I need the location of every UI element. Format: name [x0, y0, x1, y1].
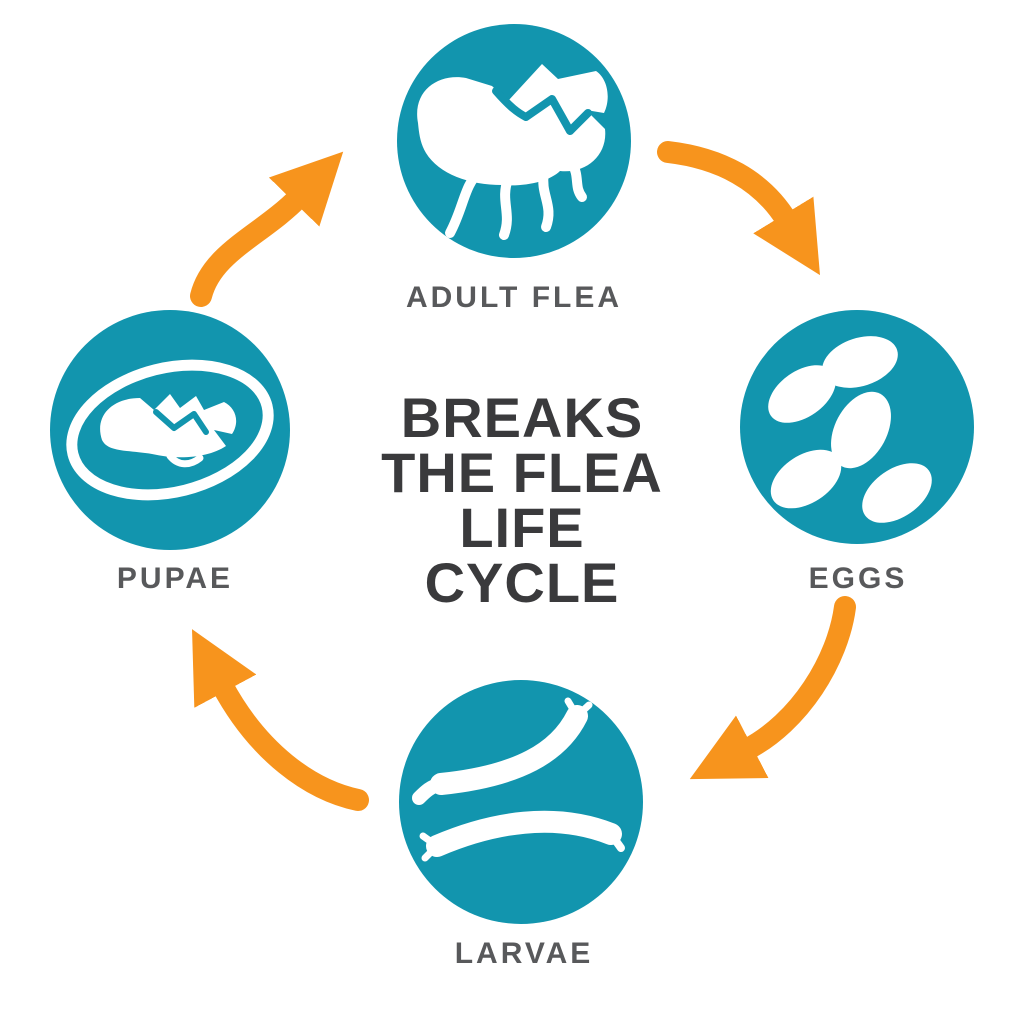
title-line-2: THE FLEA — [381, 441, 663, 504]
pupae-icon — [66, 359, 274, 501]
pupae-label: PUPAE — [117, 562, 233, 595]
larvae-icon — [412, 697, 625, 862]
title-line-3: LIFE — [459, 496, 584, 559]
larvae-label: LARVAE — [455, 937, 594, 970]
title-line-4: CYCLE — [425, 551, 620, 614]
title-line-1: BREAKS — [401, 386, 643, 449]
adult-flea-label: ADULT FLEA — [406, 281, 622, 314]
adult-flea-icon — [417, 64, 608, 240]
arrow-pupae-to-adult — [190, 151, 344, 307]
arrow-eggs-to-larvae — [689, 596, 856, 780]
node-pupae: PUPAE — [50, 310, 290, 595]
arrow-larvae-to-pupae — [191, 629, 369, 811]
node-larvae: LARVAE — [399, 680, 643, 970]
node-adult-flea: ADULT FLEA — [397, 24, 631, 314]
eggs-label: EGGS — [809, 562, 908, 595]
larvae-circle — [399, 680, 643, 924]
eggs-icon — [768, 336, 932, 523]
arrow-adult-to-eggs — [657, 141, 821, 276]
node-eggs: EGGS — [740, 310, 974, 595]
center-title: BREAKS THE FLEA LIFE CYCLE — [381, 386, 663, 614]
